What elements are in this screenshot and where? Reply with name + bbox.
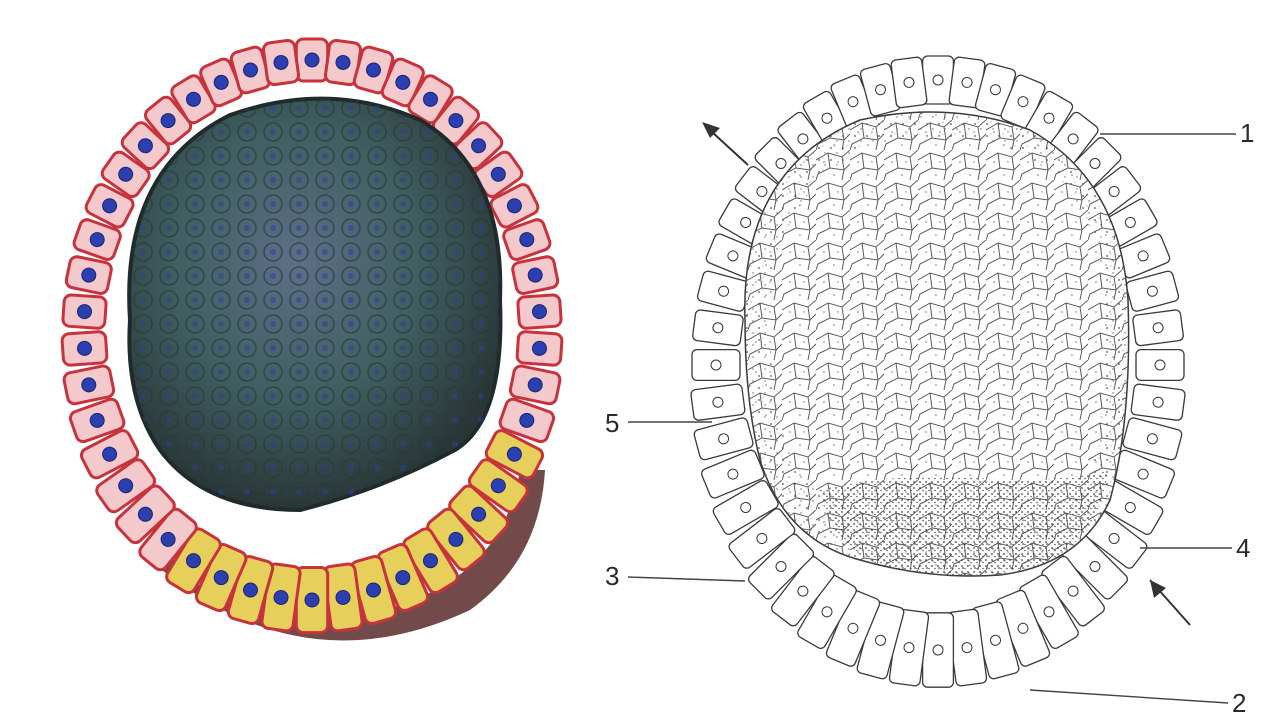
epithelial-cell — [517, 331, 563, 365]
cell-nucleus — [532, 304, 547, 319]
cell-nucleus — [933, 75, 943, 85]
left-inner-cell-mass-texture — [129, 99, 500, 510]
cell-nucleus — [77, 341, 92, 356]
epithelial-cell — [1132, 309, 1184, 346]
cell-nucleus — [1155, 360, 1165, 370]
leader-line-2 — [1030, 690, 1228, 703]
epithelial-cell — [296, 39, 327, 81]
epithelial-cell — [690, 384, 745, 421]
epithelial-cell — [692, 350, 740, 381]
arrow-up-left-icon — [702, 122, 748, 165]
epithelial-cell — [65, 255, 112, 294]
epithelial-cell — [263, 40, 300, 86]
cell-nucleus — [711, 360, 721, 370]
cell-nucleus — [532, 341, 547, 356]
epithelial-cell — [62, 331, 108, 365]
epithelial-cell — [62, 295, 106, 329]
cell-nucleus — [933, 645, 943, 655]
epithelial-cell — [511, 255, 558, 294]
epithelial-cell — [692, 309, 744, 346]
leader-line-3 — [628, 577, 745, 581]
epithelial-cell — [923, 56, 954, 104]
epithelial-cell — [891, 57, 928, 109]
left-colored-blastula — [62, 39, 563, 640]
epithelial-cell — [1136, 350, 1184, 381]
cell-nucleus — [305, 53, 319, 67]
arrow-down-right-icon — [1150, 580, 1190, 625]
label-5: 5 — [605, 408, 619, 438]
epithelial-cell — [517, 295, 561, 329]
cell-nucleus — [77, 304, 92, 319]
label-4: 4 — [1236, 533, 1250, 563]
epithelial-cell — [1131, 384, 1186, 421]
right-line-blastula: 1 2 3 4 5 — [605, 56, 1254, 717]
label-2: 2 — [1232, 688, 1246, 717]
label-1: 1 — [1240, 118, 1254, 148]
cell-nucleus — [305, 593, 319, 607]
label-3: 3 — [605, 561, 619, 591]
